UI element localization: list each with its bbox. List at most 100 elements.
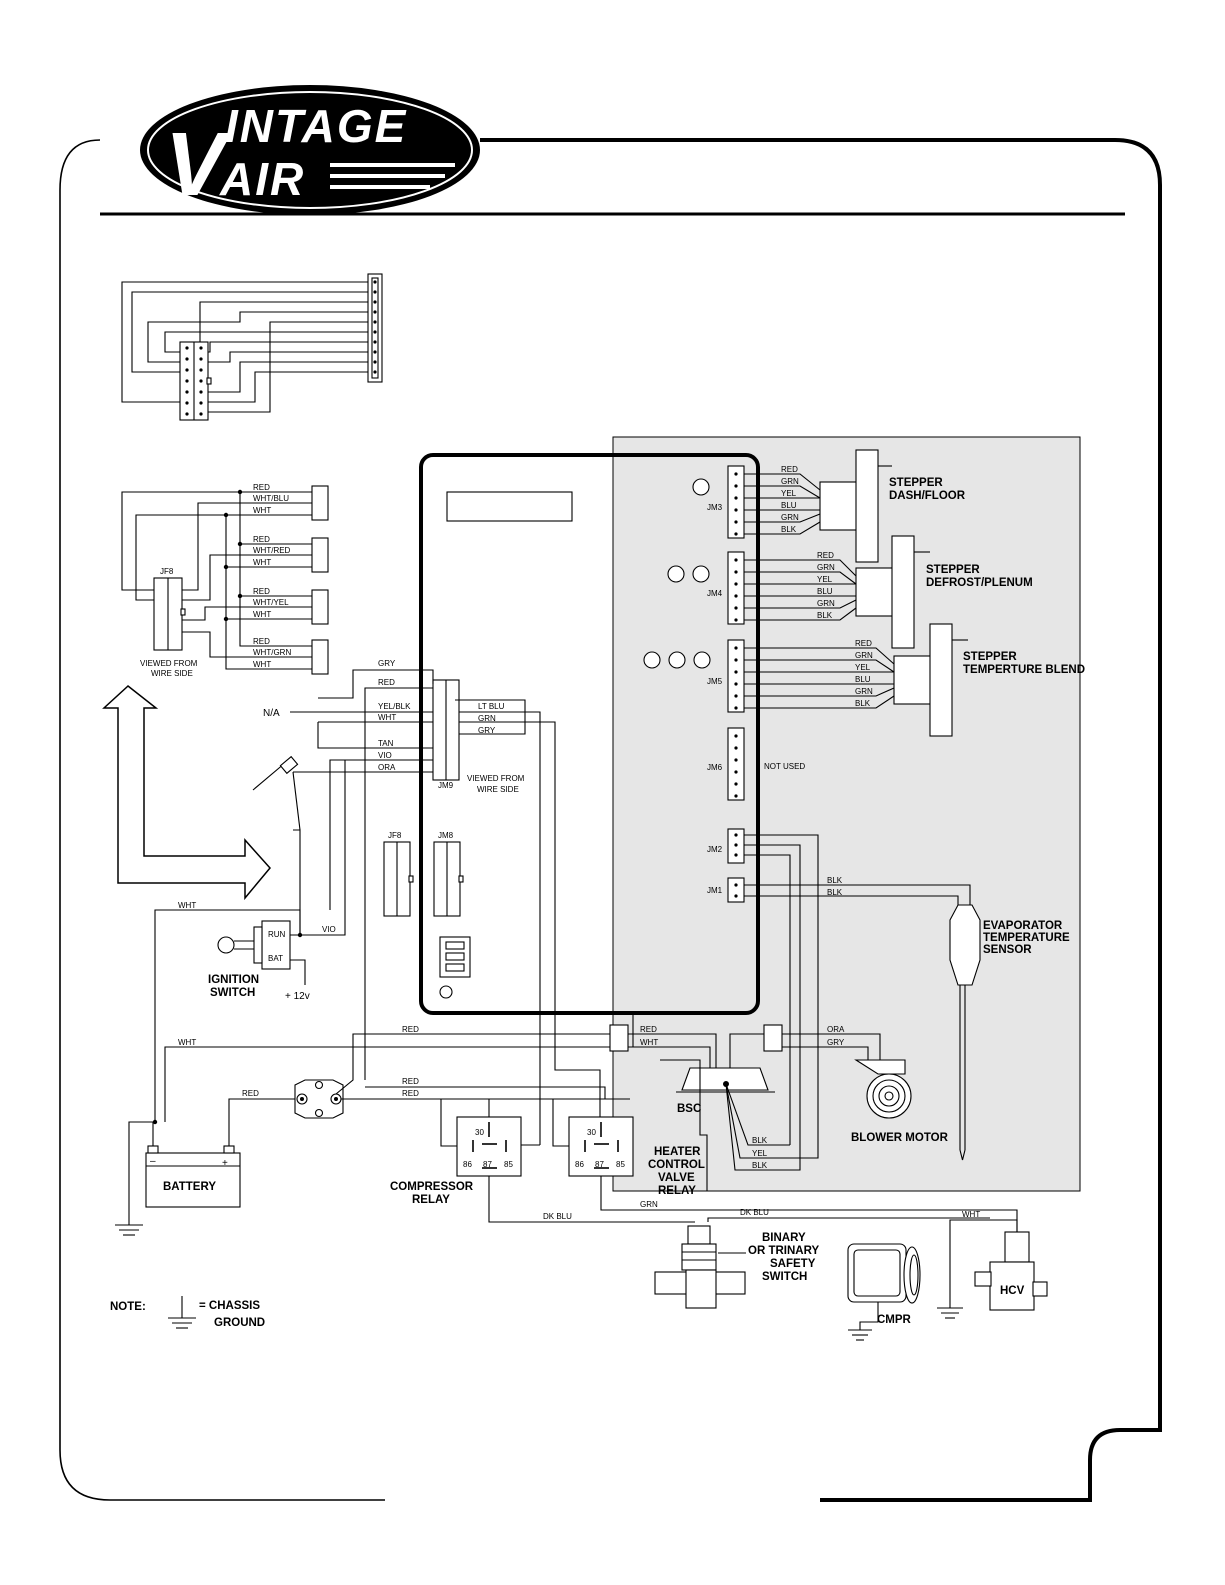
jm1-label: JM1 <box>707 886 723 895</box>
red-bat-label: RED <box>242 1089 259 1098</box>
dk-blu-label-2: DK BLU <box>740 1208 769 1217</box>
jf8-g1-w3: WHT <box>253 506 271 515</box>
logo-line2: AIR <box>219 153 305 205</box>
connector-pin <box>734 758 738 762</box>
jm4-wire-4: BLU <box>817 587 833 596</box>
vio-label: VIO <box>322 925 336 934</box>
connector-pin <box>734 532 738 536</box>
jf8-g2-w2: WHT/RED <box>253 546 291 555</box>
connector-pin <box>734 782 738 786</box>
jf8-g4-w2: WHT/GRN <box>253 648 291 657</box>
stepper-dash-label-2: DASH/FLOOR <box>889 490 966 502</box>
connector-pin <box>734 658 738 662</box>
connector-pin <box>185 379 189 383</box>
connector-pin <box>373 350 377 354</box>
chassis-label-2: GROUND <box>214 1317 265 1329</box>
jm9-label: JM9 <box>438 781 454 790</box>
jm4-label: JM4 <box>707 589 723 598</box>
red-mid1-label: RED <box>402 1077 419 1086</box>
circuit-breaker: RED RED RED <box>294 1025 630 1119</box>
connector-pin <box>734 582 738 586</box>
jm9-wire-gry: GRY <box>378 659 396 668</box>
jf8-g4-w3: WHT <box>253 660 271 669</box>
connector-pin <box>734 894 738 898</box>
jm5-wire-3: YEL <box>855 663 871 672</box>
jm9-wire-wht: WHT <box>378 713 396 722</box>
connector-pin <box>734 606 738 610</box>
battery-label: BATTERY <box>163 1181 216 1193</box>
jm9-wire-red: RED <box>378 678 395 687</box>
connector-pin <box>185 401 189 405</box>
jm4-wire-3: YEL <box>817 575 833 584</box>
jm4-wire-1: RED <box>817 551 834 560</box>
connector-pin <box>199 368 203 372</box>
logo-initial: V <box>165 115 232 215</box>
connector-pin <box>185 346 189 350</box>
jf8-g3-w2: WHT/YEL <box>253 598 289 607</box>
jf8-label: JF8 <box>160 567 174 576</box>
jf8-g1-w1: RED <box>253 483 270 492</box>
relay-a-85: 85 <box>504 1160 513 1169</box>
binary-label-2: OR TRINARY <box>748 1245 819 1257</box>
jm3-wire-6: BLK <box>781 525 797 534</box>
jm9-wire-ora: ORA <box>378 763 396 772</box>
jf8-g2-w3: WHT <box>253 558 271 567</box>
jf8-g1-w2: WHT/BLU <box>253 494 289 503</box>
jm9-wire-tan: TAN <box>378 739 394 748</box>
connector-pin <box>734 682 738 686</box>
connector-pin <box>734 843 738 847</box>
connector-pin <box>199 379 203 383</box>
bsc-blk1-label: BLK <box>752 1136 768 1145</box>
page-frame <box>59 138 1162 1502</box>
jf8-g3-w1: RED <box>253 587 270 596</box>
compressor: CMPR <box>847 1243 921 1341</box>
jm1-wire-2: BLK <box>827 888 843 897</box>
evap-label-3: SENSOR <box>983 944 1032 956</box>
jm8-label: JM8 <box>438 831 454 840</box>
jf8-g2-w1: RED <box>253 535 270 544</box>
bsc-blk2-label: BLK <box>752 1161 768 1170</box>
connector-pin <box>373 290 377 294</box>
connector-pin <box>734 853 738 857</box>
bsc-yel-label: YEL <box>752 1149 768 1158</box>
relay-b-85: 85 <box>616 1160 625 1169</box>
connector-pin <box>734 833 738 837</box>
heater-label-2: CONTROL <box>648 1159 705 1171</box>
connector-pin <box>373 320 377 324</box>
jm3-wire-4: BLU <box>781 501 797 510</box>
run-label: RUN <box>268 930 286 939</box>
dk-blu-label-1: DK BLU <box>543 1212 572 1221</box>
connector-pin <box>734 520 738 524</box>
connector-pin <box>734 794 738 798</box>
jm3-wire-2: GRN <box>781 477 799 486</box>
stepper-dash-label-1: STEPPER <box>889 477 943 489</box>
jm5-wire-4: BLU <box>855 675 871 684</box>
heater-control-valve-relay: 30 86 87 85 GRN HEATER CONTROL VALVE REL… <box>552 1099 1018 1232</box>
wht-left-label: WHT <box>178 1038 196 1047</box>
wire-side-2: WIRE SIDE <box>477 785 519 794</box>
jm9-wire-vio: VIO <box>378 751 392 760</box>
vintage-air-logo: V INTAGE AIR <box>140 85 480 215</box>
jm4-wire-2: GRN <box>817 563 835 572</box>
connector-pin <box>185 357 189 361</box>
connector-pin <box>734 734 738 738</box>
binary-label-1: BINARY <box>762 1232 806 1244</box>
ignition-switch: RUN BAT IGNITION SWITCH + 12v VIO WHT <box>154 760 346 1122</box>
heater-label-3: VALVE <box>658 1172 695 1184</box>
jm3-label: JM3 <box>707 503 723 512</box>
connector-pin <box>734 570 738 574</box>
comp-relay-label-1: COMPRESSOR <box>390 1181 474 1193</box>
stepper-motors: STEPPER DASH/FLOOR STEPPER DEFROST/PLENU… <box>819 449 1085 737</box>
chassis-label-1: = CHASSIS <box>199 1300 260 1312</box>
switch-symbol <box>252 755 301 831</box>
battery-minus: – <box>150 1156 156 1167</box>
jm5-wire-6: BLK <box>855 699 871 708</box>
heater-control-valve: WHT HCV <box>937 1210 1048 1319</box>
connector-pin <box>734 646 738 650</box>
connector-pin <box>734 770 738 774</box>
connector-pin <box>373 280 377 284</box>
connector-pin <box>734 508 738 512</box>
harness-detail <box>121 273 383 421</box>
connector-pin <box>734 558 738 562</box>
